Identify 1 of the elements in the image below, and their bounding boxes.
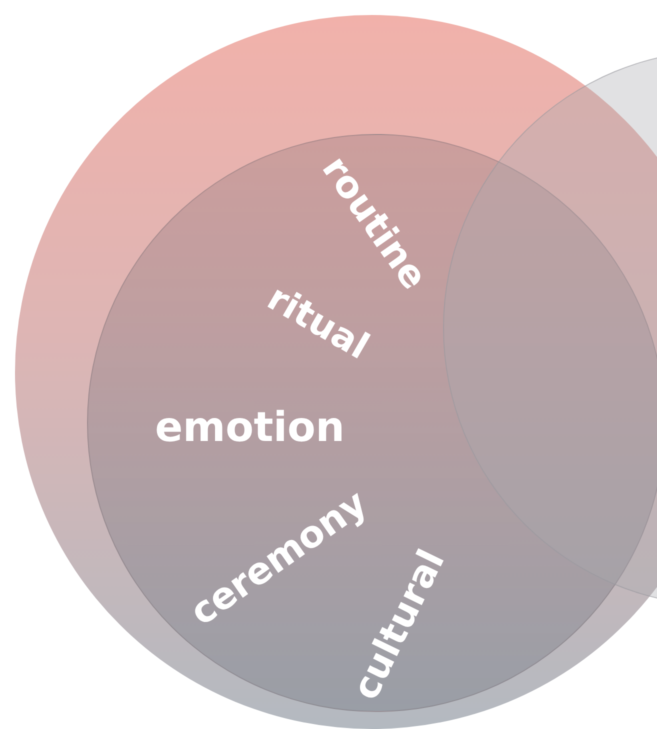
word-label: emotion [155,406,345,448]
